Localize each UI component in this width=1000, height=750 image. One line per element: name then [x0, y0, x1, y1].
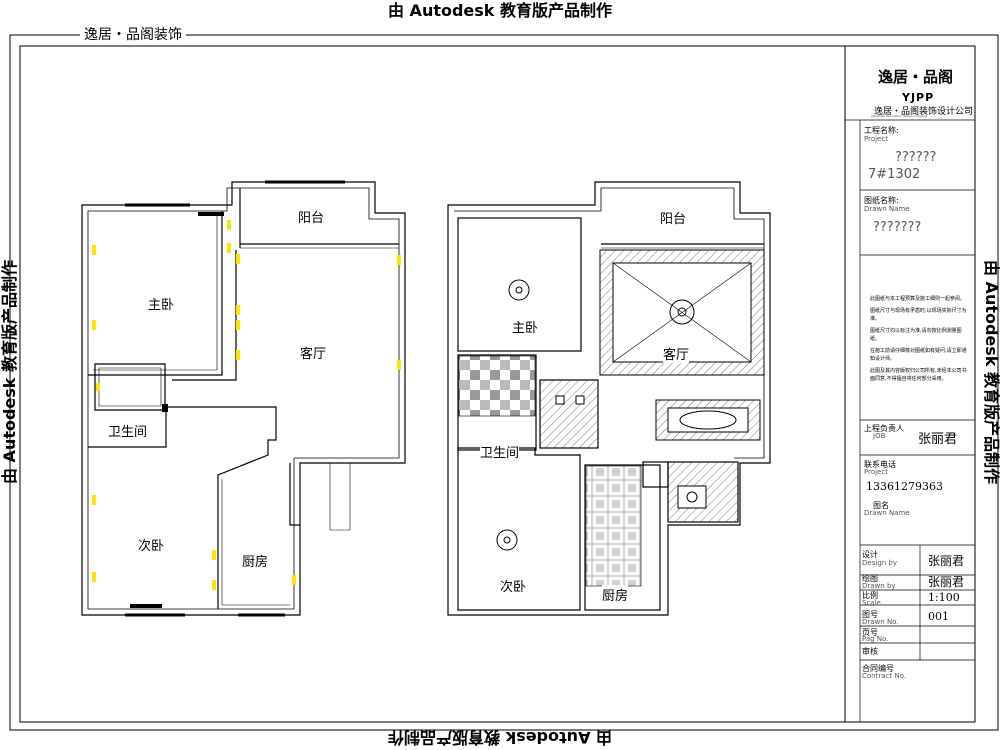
right-room-master-bedroom: 主卧 [512, 321, 539, 336]
page-label-en: Pag No. [862, 635, 889, 643]
contract-label: 合同编号 [862, 664, 894, 673]
right-fixtures [496, 279, 761, 551]
design-value: 张丽君 [928, 554, 965, 568]
right-kitchen-tiles [585, 465, 642, 587]
project-value: ?????? [895, 150, 937, 165]
notes-block: 此图纸与本工程预算及施工细则一起参阅。 图纸尺寸与现场有矛盾时,以现场实际尺寸为… [870, 295, 970, 383]
watermark-top: 由 Autodesk 教育版产品制作 [387, 1, 613, 20]
logo-title: 逸居・品阁 [878, 68, 954, 86]
project-label: 工程名称: [864, 126, 899, 135]
right-room-second-bedroom: 次卧 [500, 580, 527, 595]
drawing-label-en: Drawn Name [864, 205, 910, 213]
left-room-kitchen: 厨房 [242, 555, 269, 570]
left-room-second-bedroom: 次卧 [138, 539, 165, 554]
right-room-kitchen: 厨房 [602, 585, 629, 604]
manager-label: 上程负责人 [864, 424, 904, 433]
right-room-balcony: 阳台 [660, 212, 687, 227]
figure-label-en: Drawn Name [864, 509, 910, 517]
phone-label: 联系电话 [864, 460, 896, 469]
left-room-master-bedroom: 主卧 [148, 298, 175, 313]
project-label-en: Project [864, 135, 888, 143]
right-room-living: 客厅 [663, 344, 690, 363]
draw-value: 张丽君 [928, 575, 965, 589]
phone-number: 13361279363 [866, 480, 943, 493]
page-label: 页号 [862, 628, 878, 637]
right-bath-tiles [458, 355, 536, 417]
note-5: 此图及其内容版权归公司所有,未经本公司书面同意,不得擅自将任何部分采用。 [870, 368, 967, 382]
review-label: 审核 [862, 647, 878, 656]
drawing-value: ??????? [873, 220, 922, 235]
left-room-living: 客厅 [300, 347, 327, 362]
manager-name: 张丽君 [918, 432, 958, 447]
figure-label: 图名 [873, 501, 889, 510]
note-2: 图纸尺寸与现场有矛盾时,以现场实际尺寸为准。 [870, 308, 967, 322]
project-number: 7#1302 [868, 167, 921, 182]
outer-frame [9, 34, 999, 731]
logo-company: 逸居・品阁装饰设计公司 [874, 107, 974, 117]
note-3: 图纸尺寸均以标注为准,请勿按比例测量图纸。 [870, 328, 962, 342]
left-room-bathroom: 卫生间 [108, 425, 148, 440]
design-label: 设计 [862, 550, 878, 559]
title-block-grid [845, 119, 975, 722]
design-label-en: Design by [862, 559, 897, 567]
left-room-balcony: 阳台 [298, 211, 325, 226]
drawing-no-label-en: Drawn No. [862, 618, 899, 626]
logo-tagline: yijupinge decoration design company [871, 114, 928, 118]
drawing-no-value: 001 [928, 610, 949, 623]
note-1: 此图纸与本工程预算及施工细则一起参阅。 [870, 296, 966, 302]
inner-frame [19, 45, 976, 723]
scale-label-en: Scale [862, 599, 881, 607]
drawing-no-label: 图号 [862, 610, 878, 619]
draw-label: 绘图 [862, 574, 878, 583]
right-room-bathroom: 卫生间 [480, 442, 520, 461]
contract-label-en: Contract No. [862, 672, 906, 680]
drawing-label: 图纸名称: [864, 196, 899, 205]
company-label: 逸居・品阁装饰 [80, 24, 186, 44]
manager-label-en: JOB [873, 432, 886, 440]
scale-value: 1:100 [928, 591, 960, 604]
phone-label-en: Project [864, 468, 888, 476]
left-outlet-markers [92, 220, 401, 590]
left-radiators [130, 212, 224, 608]
note-4: 在施工前请仔细核对图纸如有疑问,请立即通知设计师。 [870, 348, 967, 362]
scale-label: 比例 [862, 591, 878, 600]
logo-abbr: YJPP [902, 91, 935, 104]
draw-label-en: Drawn by [862, 582, 896, 590]
